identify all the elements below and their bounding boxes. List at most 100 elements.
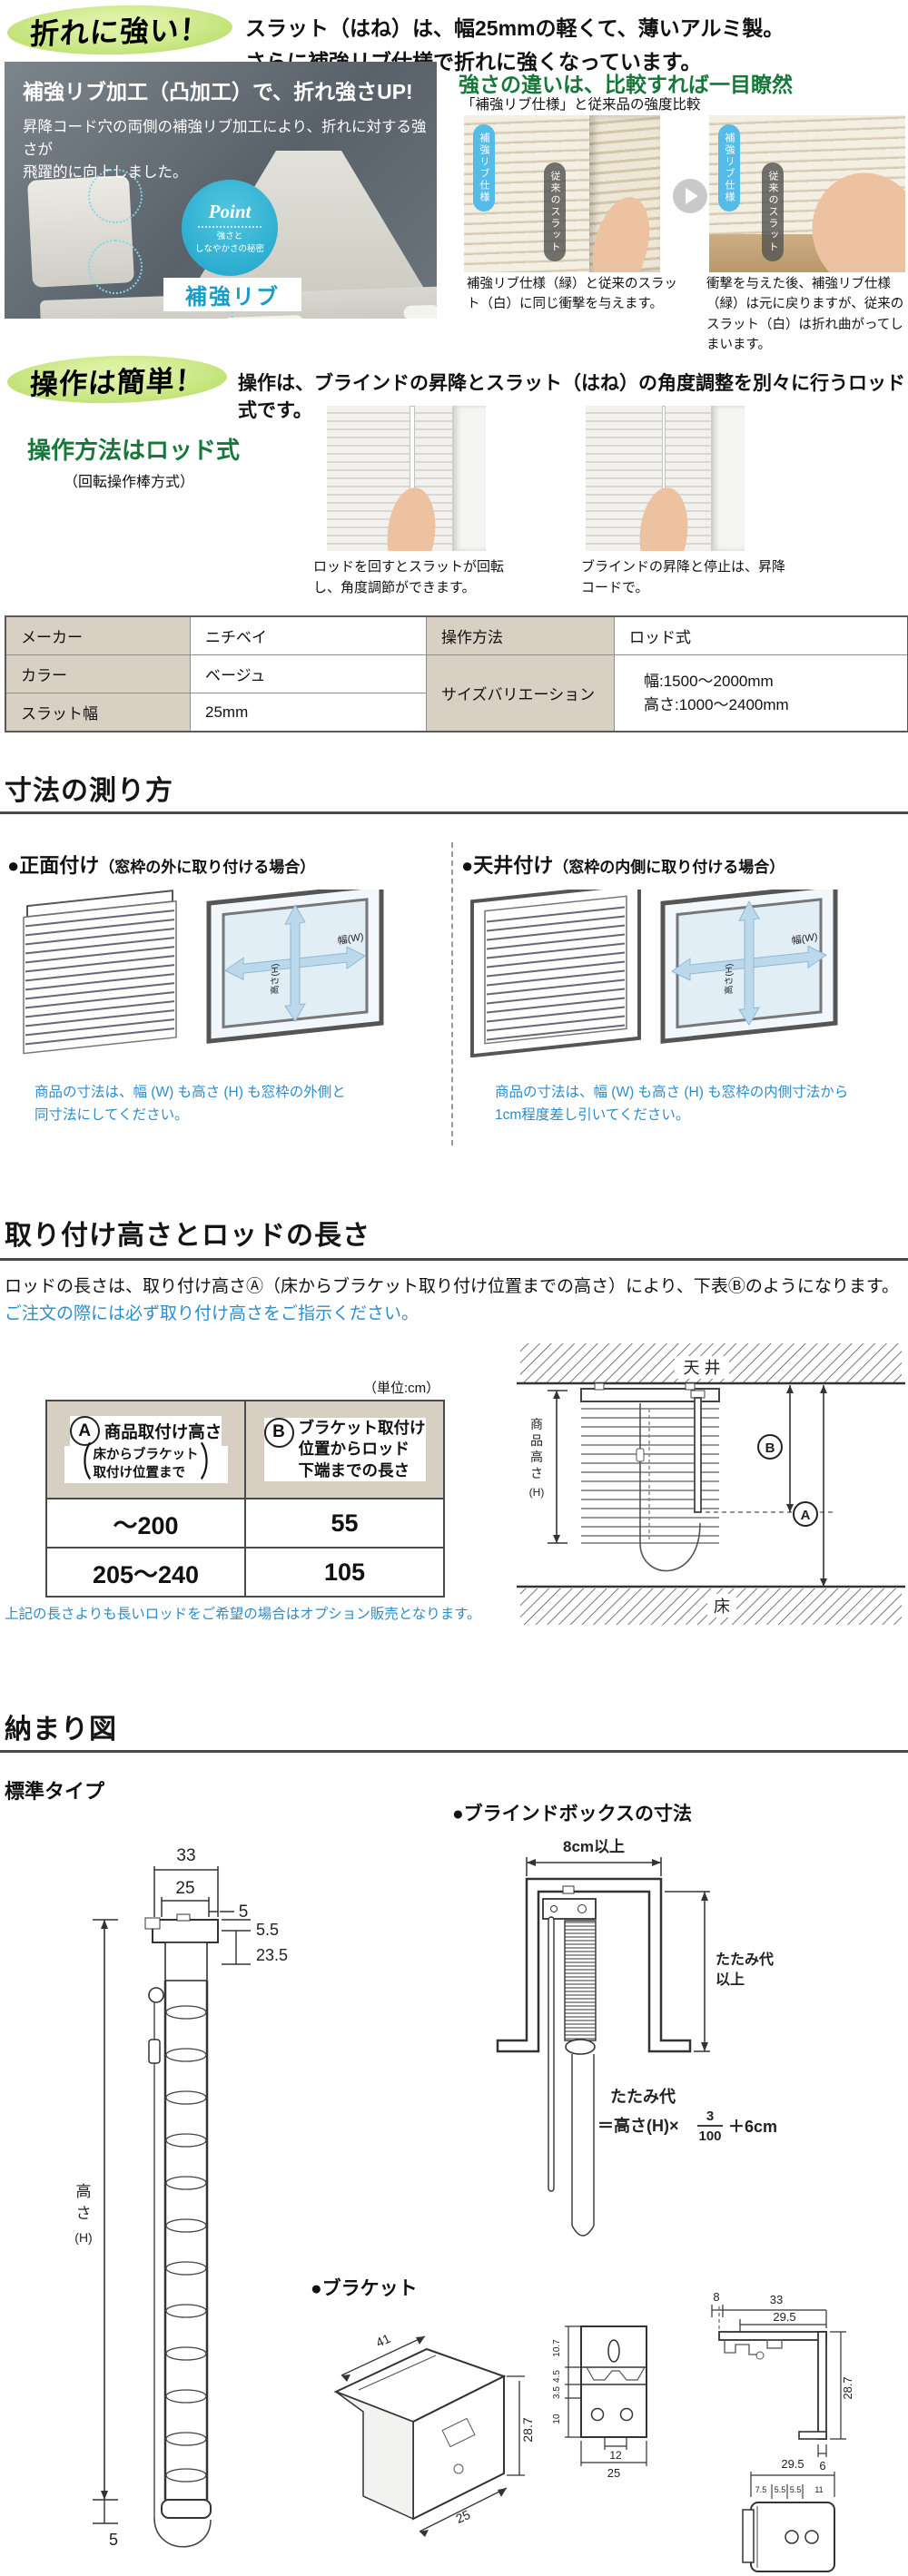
rib-highlight-circle (88, 169, 143, 223)
svg-text:29.5: 29.5 (773, 2310, 795, 2324)
spec-value-color: ベージュ (191, 655, 426, 693)
svg-text:10: 10 (552, 2414, 562, 2424)
front-mount-heading: ●正面付け（窓枠の外に取り付ける場合） (7, 854, 316, 877)
bracket-title: ●ブラケット (311, 2278, 418, 2299)
compare-photo-after: 補強リブ仕様 従来のスラット (709, 115, 905, 272)
section2-headline: 操作は、ブラインドの昇降とスラット（はね）の角度調整を別々に行うロッド式です。 (238, 373, 905, 421)
spec-table: メーカー ニチベイ 操作方法 ロッド式 カラー ベージュ サイズバリエーション … (5, 615, 908, 732)
svg-text:高: 高 (530, 1450, 543, 1464)
figure-title-rule (0, 1750, 908, 1753)
rod-title-rule (0, 1258, 908, 1261)
product-height-dim (548, 1390, 568, 1544)
front-blind-diagram (23, 890, 177, 1055)
rod-body-note: ご注文の際には必ず取り付け高さをご指示ください。 (5, 1304, 419, 1323)
circle-b-icon: B (263, 1417, 294, 1448)
svg-text:さ: さ (76, 2205, 92, 2222)
compare-caption-before: 補強リブ仕様（緑）と従来のスラット（白）に同じ衝撃を与えます。 (467, 277, 677, 312)
bracket-iso-view: 41 28.7 25 (333, 2331, 535, 2537)
compare-caption-after: 衝撃を与えた後、補強リブ仕様（緑）は元に戻りますが、従来のスラット（白）は折れ曲… (706, 277, 904, 353)
point-badge: Point 強さと しなやかさの秘密 (182, 180, 278, 276)
compare-photo-before: 補強リブ仕様 従来のスラット (464, 115, 660, 272)
spec-label-slatwidth: スラット幅 (6, 693, 190, 731)
svg-text:100: 100 (698, 2129, 721, 2144)
cord-hole (403, 304, 437, 319)
dim-height (93, 1919, 118, 2501)
cord-caption: ブラインドの昇降と停止は、昇降コードで。 (581, 559, 786, 596)
svg-text:25: 25 (607, 2466, 620, 2480)
svg-text:8: 8 (713, 2290, 719, 2304)
rib-feature-body: 昇降コード穴の両側の補強リブ加工により、折れに対する強さが 飛躍的に向上しました… (23, 119, 427, 181)
window-frame-image (711, 406, 745, 551)
row1-height: ～200 (47, 1499, 244, 1547)
circle-a-icon: A (69, 1416, 100, 1447)
svg-text:25: 25 (175, 1879, 194, 1898)
ceiling-mount-heading: ●天井付け（窓枠の内側に取り付ける場合） (461, 854, 785, 877)
svg-text:23.5: 23.5 (256, 1946, 288, 1964)
dim-b-label: B (765, 1440, 775, 1456)
spec-value-operation: ロッド式 (615, 617, 907, 654)
dim-8cm (526, 1857, 662, 1876)
svg-text:41: 41 (373, 2331, 392, 2350)
standard-type-diagram: 33 25 5 5.5 23.5 (74, 1846, 288, 2549)
svg-text:さ: さ (530, 1466, 543, 1480)
svg-text:33: 33 (770, 2293, 783, 2306)
svg-text:25: 25 (453, 2507, 472, 2526)
ceiling-mount-caption: 商品の寸法は、幅 (W) も高さ (H) も窓枠の内側寸法から 1cm程度差し引… (495, 1085, 849, 1123)
svg-text:33: 33 (176, 1846, 195, 1865)
cord-operation-photo (586, 406, 745, 551)
ceiling-label: 天 井 (683, 1359, 720, 1377)
svg-text:以上: 以上 (716, 1971, 745, 1988)
compare-title: 強さの違いは、比較すれば一目瞭然 (459, 73, 793, 96)
standard-type-label: 標準タイプ (5, 1780, 105, 1803)
method-subtitle: （回転操作棒方式） (64, 475, 195, 490)
svg-text:8cm以上: 8cm以上 (563, 1838, 625, 1855)
width-label: 幅(W) (791, 930, 818, 947)
window-drawing: 幅(W) 高さ(H) (206, 890, 384, 1044)
svg-text:3.5: 3.5 (552, 2386, 562, 2399)
svg-text:高: 高 (76, 2183, 92, 2200)
dim-23-5 (222, 1931, 251, 1965)
svg-text:5.5: 5.5 (256, 1921, 279, 1939)
svg-text:12: 12 (609, 2449, 622, 2462)
play-triangle-icon (686, 188, 698, 204)
unit-label: （単位:cm） (363, 1381, 440, 1396)
svg-text:たたみ代: たたみ代 (610, 2088, 676, 2106)
bracket-bottom-view: 29.5 7.5 5.5 5.5 11 (742, 2457, 835, 2572)
rod-option-note: 上記の長さよりも長いロッドをご希望の場合はオプション販売となります。 (5, 1607, 481, 1622)
svg-text:5.5: 5.5 (775, 2485, 786, 2494)
spec-value-size: 幅:1500～2000mm 高さ:1000～2400mm (615, 655, 907, 731)
spec-label-color: カラー (6, 655, 190, 693)
rib-spec-tag: 補強リブ仕様 (718, 124, 740, 211)
folded-slats-coil (564, 1920, 597, 2041)
svg-text:(H): (H) (529, 1486, 545, 1499)
svg-text:11: 11 (814, 2485, 823, 2494)
conventional-tag: 従来のスラット (762, 162, 784, 261)
section1-headline: スラット（はね）は、幅25mmの軽くて、薄いアルミ製。 さらに補強リブ仕様で折れ… (245, 12, 784, 79)
box-blind-drawing (542, 1885, 597, 2237)
svg-text:たたみ代: たたみ代 (716, 1951, 774, 1968)
svg-text:(H): (H) (74, 2230, 92, 2245)
blind-drawing (23, 890, 177, 1055)
front-window-diagram: 幅(W) 高さ(H) (206, 890, 384, 1044)
row2-length: 105 (246, 1549, 443, 1596)
compare-subtitle: 「補強リブ仕様」と従来品の強度比較 (461, 97, 701, 113)
svg-text:6: 6 (819, 2459, 825, 2473)
cord-loop (571, 2225, 595, 2237)
svg-text:7.5: 7.5 (755, 2485, 767, 2494)
cord-hole (222, 314, 305, 319)
rib-feature-photo: 補強リブ加工（凸加工）で、折れ強さUP! 昇降コード穴の両側の補強リブ加工により… (5, 62, 437, 319)
bracket-side-view: 8 33 29.5 28.7 6 (711, 2290, 854, 2473)
rod-caption: ロッドを回すとスラットが回転し、角度調節ができます。 (313, 559, 505, 596)
floor-label: 床 (714, 1598, 730, 1616)
spec-label-size: サイズバリエーション (427, 655, 614, 731)
front-mount-caption: 商品の寸法は、幅 (W) も高さ (H) も窓枠の外側と 同寸法にしてください。 (35, 1085, 346, 1123)
column-divider (451, 842, 453, 1145)
dim-25 (161, 1897, 210, 1917)
window-drawing: 幅(W) 高さ(H) (660, 890, 838, 1044)
svg-text:5: 5 (239, 1903, 249, 1922)
measure-title-rule (0, 811, 908, 814)
rib-highlight-circle (88, 240, 143, 294)
product-height-char1: 商 (530, 1417, 543, 1431)
